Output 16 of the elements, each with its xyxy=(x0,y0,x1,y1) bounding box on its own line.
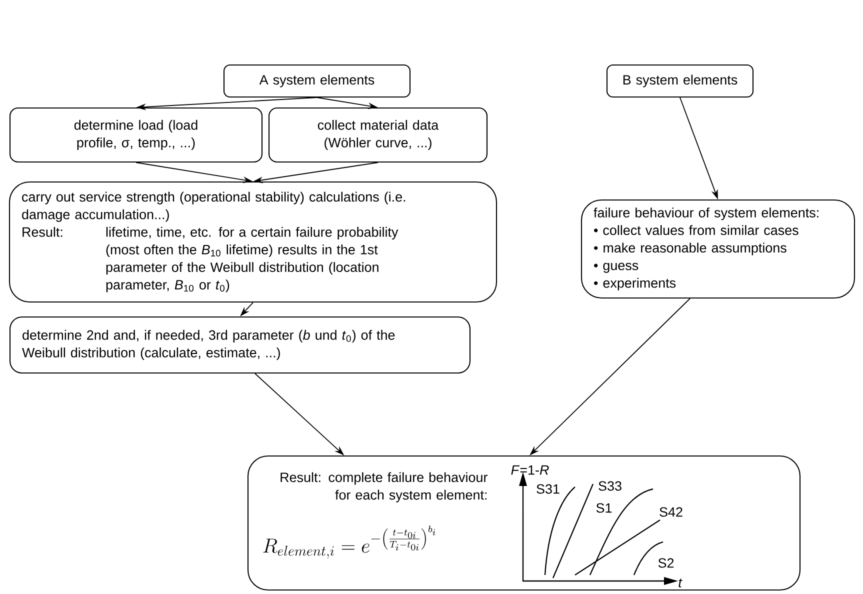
process-box: B system elements xyxy=(606,64,754,98)
axis-label: t xyxy=(678,578,682,588)
curve-label: S31 xyxy=(536,484,560,494)
process-box: determine load (load profile, σ, temp., ...) xyxy=(9,107,263,163)
process-box: A system elements xyxy=(223,64,411,98)
process-box: determine 2nd and, if needed, 3rd parameter (b und t$_{0}$) of the Weibull distribution (calculate, estimate, ...) xyxy=(9,316,471,374)
axis-label: F=1-R xyxy=(511,465,549,475)
result-text: Result: complete failure behaviour for each system element: xyxy=(280,472,488,502)
curve-label: S2 xyxy=(658,558,674,568)
curve-label: S42 xyxy=(660,507,682,517)
curve-label: S1 xyxy=(596,503,612,513)
process-box: failure behaviour of system elements: • collect values from similar cases • make reasonable assumptions • guess • experiments xyxy=(580,199,856,299)
curve-label: S33 xyxy=(598,481,622,491)
process-box: collect material data (Wöhler curve, ...) xyxy=(268,107,488,163)
process-box: carry out service strength (operational stability) calculations (i.e. damage accumulation...) Result: lifetime, time, etc. for a certain failure probability (most often the B$_{10}$ lifetime) results in the 1st parameter of the Weibull distribution (location parameter, B$_{10}$ or t$_{0}$) xyxy=(8,181,498,303)
reliability-formula: $R_{element,i} = e^{-\left(\frac{t-t_{0i}}{T_i-t_{0i}}\right)^{b_i}}$ xyxy=(263,526,436,558)
